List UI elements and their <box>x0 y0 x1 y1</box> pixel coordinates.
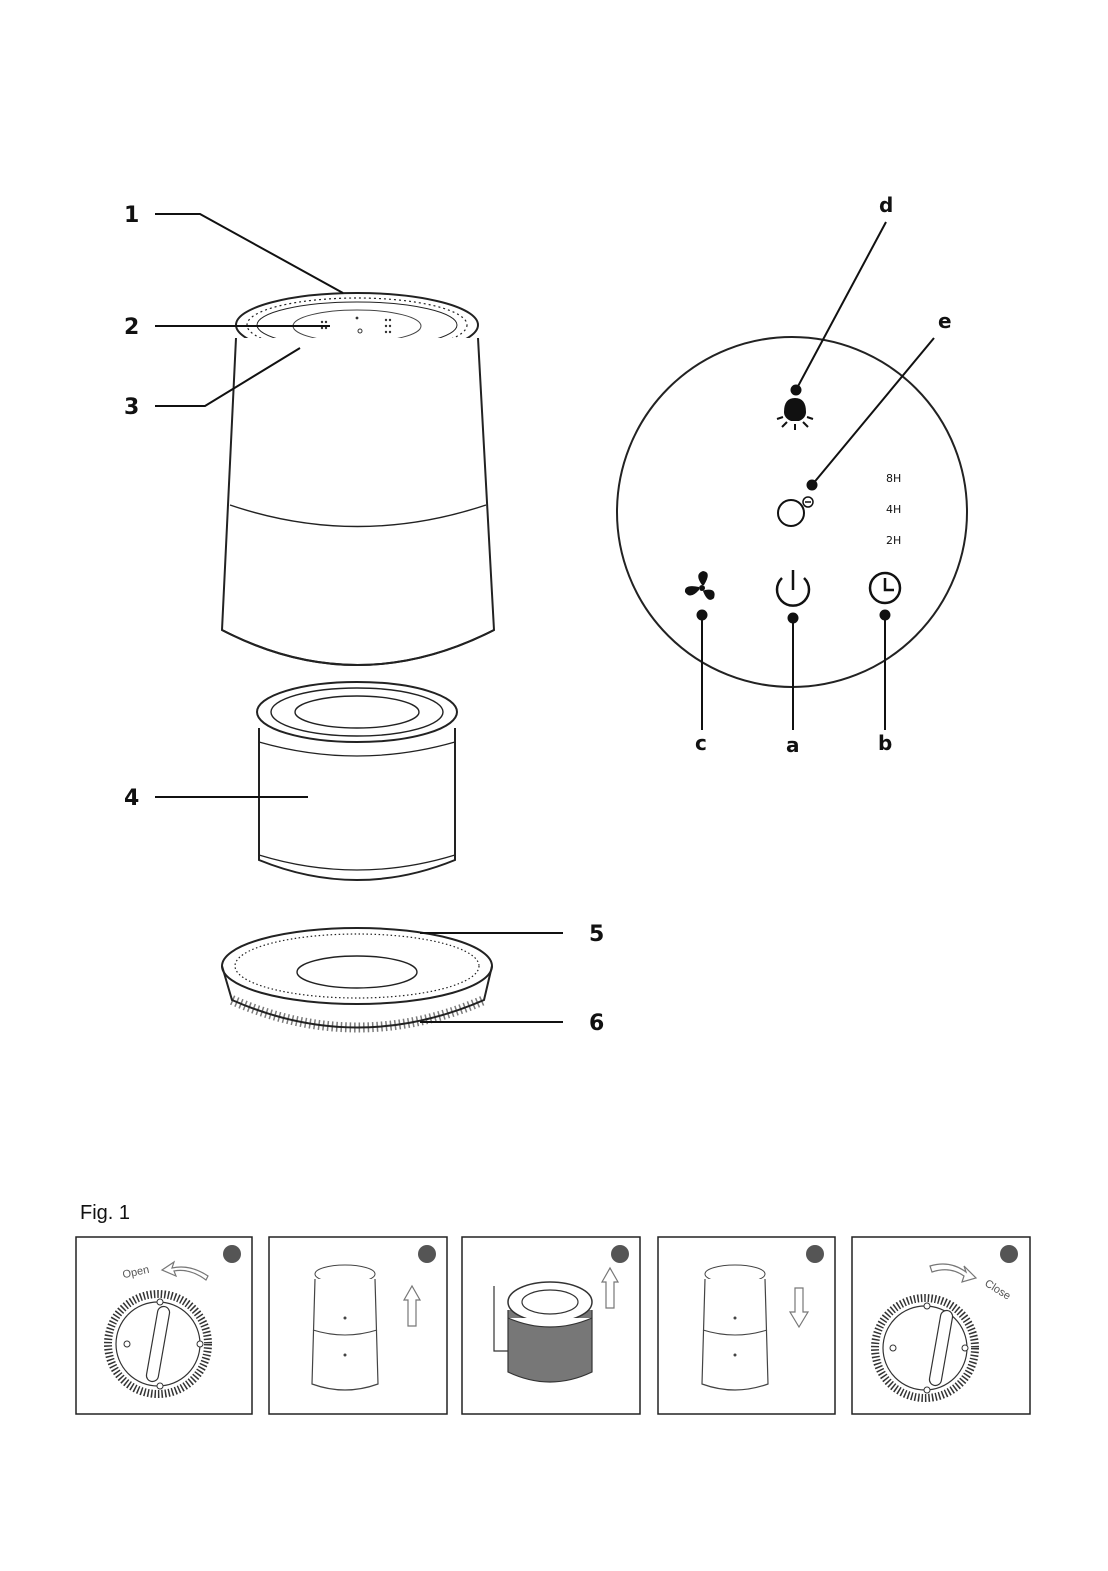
step-1-panel: Open <box>76 1237 252 1414</box>
callout-6: 6 <box>589 1011 604 1036</box>
step-marker-icon <box>806 1245 824 1263</box>
callout-a: a <box>786 733 800 757</box>
callout-e: e <box>938 309 952 333</box>
callout-2: 2 <box>124 315 139 340</box>
base-grille <box>222 928 492 1028</box>
step-3-panel <box>462 1237 640 1414</box>
step-marker-icon <box>611 1245 629 1263</box>
callout-c: c <box>695 731 707 755</box>
step-2-panel <box>269 1237 447 1414</box>
callout-d: d <box>879 193 893 217</box>
figure-label: Fig. 1 <box>80 1202 130 1224</box>
step-marker-icon <box>223 1245 241 1263</box>
step-marker-icon <box>418 1245 436 1263</box>
callout-5: 5 <box>589 922 604 947</box>
timer-label-2h: 2H <box>886 534 901 547</box>
callout-3: 3 <box>124 395 139 420</box>
callout-1: 1 <box>124 203 139 228</box>
step-4-panel <box>658 1237 835 1414</box>
timer-label-8h: 8H <box>886 472 901 485</box>
step-5-panel: Close <box>852 1237 1030 1414</box>
purifier-body <box>222 293 494 665</box>
step-marker-icon <box>1000 1245 1018 1263</box>
callout-b: b <box>878 731 892 755</box>
filter-cartridge <box>257 682 457 880</box>
timer-label-4h: 4H <box>886 503 901 516</box>
callout-4: 4 <box>124 786 139 811</box>
